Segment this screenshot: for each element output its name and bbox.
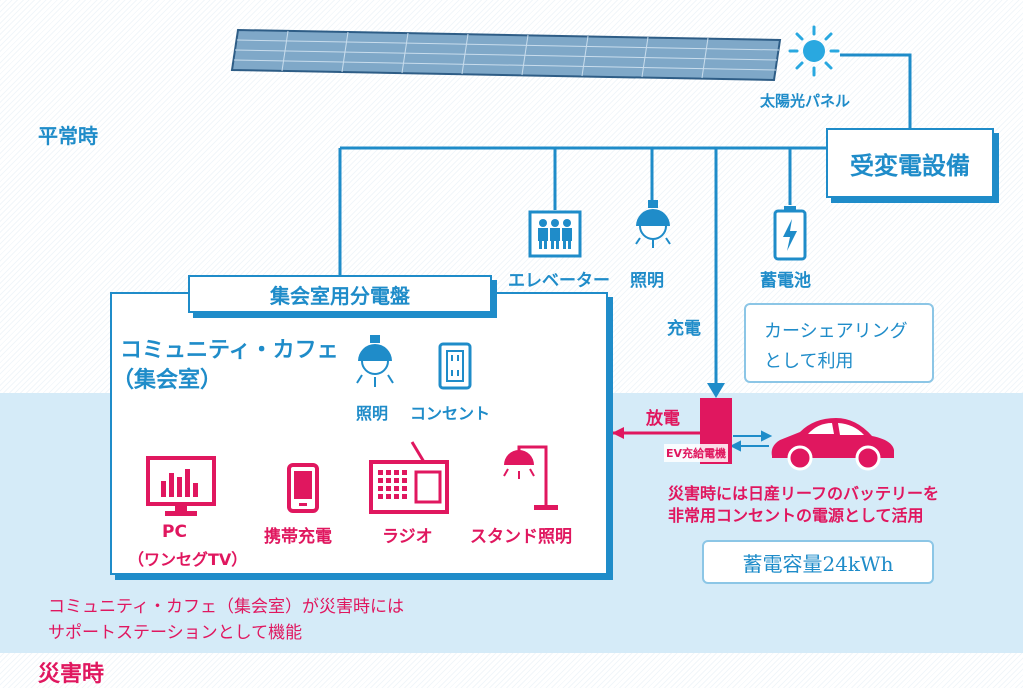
capacity-label: 蓄電容量24kWh [742, 551, 894, 576]
pc-icon [146, 456, 216, 516]
disaster-time-label: 災害時 [38, 662, 105, 687]
cafe-title-line2: （集会室） [112, 367, 223, 393]
distribution-panel-label: 集会室用分電盤 [270, 283, 410, 308]
battery-label: 蓄電池 [760, 271, 811, 291]
pc-label: PC [162, 522, 187, 542]
ev-note-line1: 災害時には日産リーフのバッテリーを [668, 484, 940, 503]
solar-panel-label: 太陽光パネル [760, 92, 851, 110]
room-lighting-label: 照明 [356, 404, 389, 423]
cafe-title-line1: コミュニティ・カフェ [120, 337, 339, 363]
solar-panel-icon [230, 28, 782, 82]
normal-time-label: 平常時 [38, 124, 98, 148]
charge-arrow [707, 383, 725, 398]
ev-charger-label: EV充給電機 [664, 444, 729, 462]
car-sharing-line2: として利用 [764, 351, 854, 372]
support-note-line1: コミュニティ・カフェ（集会室）が災害時には [48, 597, 404, 617]
sun-icon [788, 25, 840, 77]
meeting-room-box [110, 292, 608, 575]
car-sharing-line1: カーシェアリング [764, 321, 908, 342]
radio-icon [369, 441, 449, 514]
lighting-top-label: 照明 [630, 271, 664, 291]
mobile-phone-icon [287, 463, 319, 513]
capacity-box: 蓄電容量24kWh [702, 540, 934, 584]
outlet-icon [438, 342, 472, 390]
radio-label: ラジオ [382, 527, 433, 547]
stand-light-label: スタンド照明 [470, 527, 572, 547]
battery-icon [773, 206, 807, 261]
stand-light-icon [503, 445, 558, 510]
elevator-label: エレベーター [508, 271, 610, 291]
discharge-arrow [612, 427, 624, 439]
distribution-panel-box: 集会室用分電盤 [188, 275, 492, 313]
pc-sublabel: （ワンセグTV） [128, 550, 248, 569]
ev-note-line2: 非常用コンセントの電源として活用 [668, 506, 924, 525]
room-light-icon [356, 335, 394, 387]
mobile-charge-label: 携帯充電 [264, 527, 332, 547]
substation-box: 受変電設備 [826, 128, 994, 198]
discharge-label: 放電 [646, 409, 680, 429]
solar-to-substation-wire [840, 53, 912, 128]
support-note-line2: サポートステーションとして機能 [48, 623, 303, 643]
ceiling-light-icon [635, 200, 671, 248]
car-sharing-box: カーシェアリング として利用 [744, 303, 934, 383]
substation-label: 受変電設備 [850, 150, 970, 180]
outlet-label: コンセント [410, 404, 491, 423]
electric-car-icon [771, 418, 894, 471]
charge-label: 充電 [667, 319, 701, 339]
elevator-icon [528, 210, 582, 258]
